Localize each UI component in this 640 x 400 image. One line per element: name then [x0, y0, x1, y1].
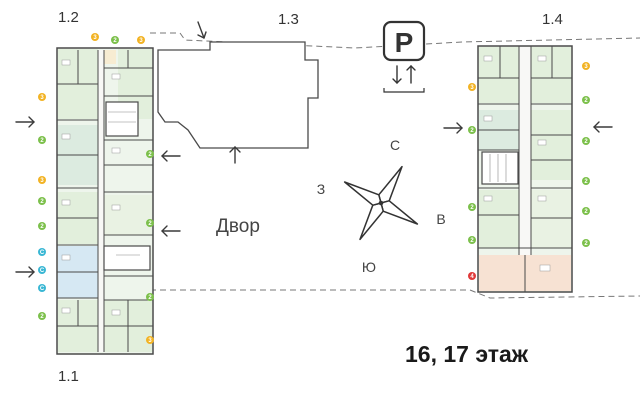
apartment-badge[interactable]: 2: [468, 236, 476, 244]
svg-text:С: С: [40, 286, 45, 292]
apartment-badge[interactable]: 3: [38, 176, 46, 184]
svg-text:3: 3: [470, 85, 474, 91]
entrance-arrow-icon: [15, 266, 35, 278]
apartment-badge[interactable]: 2: [38, 136, 46, 144]
svg-text:2: 2: [148, 295, 152, 301]
apartment-badge[interactable]: 2: [582, 207, 590, 215]
svg-text:С: С: [40, 250, 45, 256]
svg-text:2: 2: [148, 152, 152, 158]
svg-text:2: 2: [584, 209, 588, 215]
apartment-badge[interactable]: 3: [38, 93, 46, 101]
floor-label: 16, 17 этаж: [405, 341, 529, 367]
apartment-badge[interactable]: 2: [111, 36, 119, 44]
svg-text:2: 2: [40, 138, 44, 144]
apartment-badge[interactable]: С: [38, 266, 46, 274]
svg-text:С: С: [40, 268, 45, 274]
apartment-badge[interactable]: 3: [468, 83, 476, 91]
svg-text:2: 2: [40, 224, 44, 230]
entrance-arrow-icon: [161, 225, 181, 237]
apartment-badge[interactable]: 2: [468, 203, 476, 211]
apartment-badge[interactable]: 2: [582, 137, 590, 145]
apartment-badge[interactable]: 2: [146, 150, 154, 158]
svg-text:2: 2: [40, 199, 44, 205]
compass-west: З: [317, 181, 325, 197]
apartment-badge[interactable]: 2: [38, 312, 46, 320]
svg-text:2: 2: [470, 128, 474, 134]
apartment-badge[interactable]: 3: [146, 336, 154, 344]
apartment-badge[interactable]: С: [38, 284, 46, 292]
entrance-arrow-icon: [229, 146, 241, 164]
entrance-arrow-icon: [197, 21, 207, 39]
apartment-badge[interactable]: 3: [137, 36, 145, 44]
svg-text:2: 2: [584, 139, 588, 145]
section-label-1-3: 1.3: [278, 11, 299, 28]
apartment-badge[interactable]: 2: [38, 222, 46, 230]
svg-text:3: 3: [139, 38, 143, 44]
entrance-arrow-icon: [593, 121, 613, 133]
apartment-badge[interactable]: 2: [38, 197, 46, 205]
building-1-4: [477, 45, 573, 293]
svg-text:3: 3: [93, 35, 97, 41]
apartment-badge[interactable]: С: [38, 248, 46, 256]
apartment-badge[interactable]: 2: [468, 126, 476, 134]
svg-text:2: 2: [40, 314, 44, 320]
section-label-1-2: 1.2: [58, 9, 79, 26]
compass-south: Ю: [362, 259, 376, 275]
svg-text:3: 3: [40, 95, 44, 101]
compass-east: В: [436, 211, 445, 227]
apartment-badge[interactable]: 2: [146, 219, 154, 227]
parking-sign: P: [382, 20, 426, 93]
svg-text:2: 2: [584, 179, 588, 185]
apartment-badge[interactable]: 3: [582, 62, 590, 70]
apartment-badges-left: 3 2 3 2 2 С С С 2 3 2 3 2 2 2 3: [38, 33, 154, 344]
svg-text:2: 2: [470, 238, 474, 244]
svg-text:2: 2: [148, 221, 152, 227]
apartment-badge[interactable]: 2: [582, 239, 590, 247]
apartment-badge[interactable]: 2: [582, 96, 590, 104]
entrance-arrows: [15, 21, 613, 278]
apartment-badges-right: 3 2 2 2 4 3 2 2 2 2 2: [468, 62, 590, 280]
compass-north: С: [390, 137, 400, 153]
svg-text:2: 2: [470, 205, 474, 211]
svg-text:3: 3: [148, 338, 152, 344]
svg-text:2: 2: [584, 241, 588, 247]
apartment-badge[interactable]: 2: [146, 293, 154, 301]
apartment-badge[interactable]: 4: [468, 272, 476, 280]
svg-text:3: 3: [40, 178, 44, 184]
building-1-3-outline: [157, 41, 319, 149]
apartment-badge[interactable]: 2: [582, 177, 590, 185]
svg-text:2: 2: [113, 38, 117, 44]
svg-text:3: 3: [584, 64, 588, 70]
entrance-arrow-icon: [15, 116, 35, 128]
entrance-arrow-icon: [161, 150, 181, 162]
compass-rose-icon: [343, 165, 419, 241]
svg-text:2: 2: [584, 98, 588, 104]
entrance-arrow-icon: [443, 122, 463, 134]
parking-icon: P: [395, 27, 414, 58]
apartment-badge[interactable]: 3: [91, 33, 99, 41]
building-1-1-1-2: [56, 47, 154, 355]
svg-text:4: 4: [470, 274, 474, 280]
section-label-1-1: 1.1: [58, 368, 79, 385]
courtyard-label: Двор: [216, 216, 260, 237]
section-label-1-4: 1.4: [542, 11, 563, 28]
